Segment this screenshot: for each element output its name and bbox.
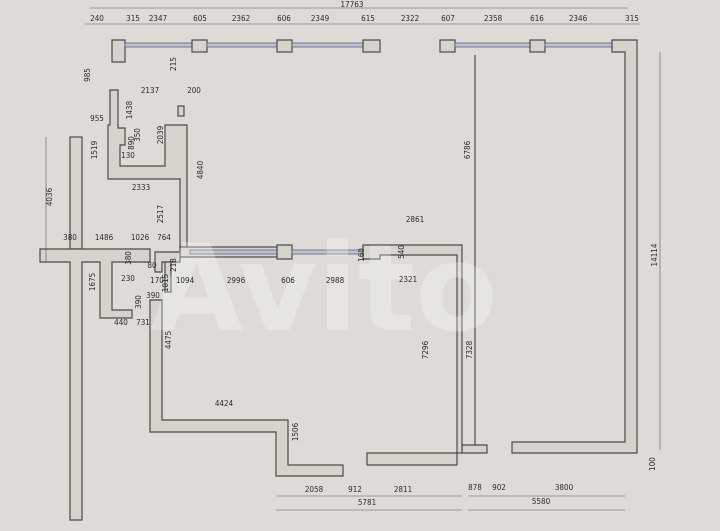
dimension-label: 218 <box>169 258 178 272</box>
dimension-label: 1094 <box>176 276 195 285</box>
dimension-label: 1486 <box>95 233 114 242</box>
dimension-label: 2333 <box>132 183 150 192</box>
dimension-label: 4840 <box>196 160 205 179</box>
dimension-label: 890 <box>127 136 136 150</box>
dimension-label: 2137 <box>141 86 159 95</box>
dimension-label: 764 <box>157 233 171 242</box>
dimension-label: 2346 <box>569 14 588 23</box>
dimension-label: 170 <box>150 276 164 285</box>
dimension-label: 912 <box>348 485 362 494</box>
dimension-label: 1438 <box>125 100 134 119</box>
dimension-label: 616 <box>530 14 544 23</box>
dimension-label: 380 <box>124 251 133 265</box>
dimension-label: 4475 <box>164 331 173 349</box>
dimension-label: 2039 <box>156 125 165 144</box>
dimension-label: 7296 <box>421 340 430 359</box>
dimension-label: 5580 <box>532 497 551 506</box>
dimension-label: 5781 <box>358 498 376 507</box>
dimension-label: 14114 <box>650 243 659 266</box>
dimension-label: 607 <box>441 14 455 23</box>
dimension-label: 955 <box>90 114 104 123</box>
dimension-label: 200 <box>187 86 201 95</box>
dimension-label: 4424 <box>215 399 234 408</box>
dimension-label: 606 <box>281 276 295 285</box>
dimension-label: 390 <box>146 291 160 300</box>
dimension-label: 2349 <box>311 14 330 23</box>
dimension-label: 2861 <box>406 215 424 224</box>
dimension-label: 2988 <box>326 276 345 285</box>
dimension-label: 902 <box>492 483 506 492</box>
dimension-label: 615 <box>361 14 375 23</box>
dimension-label: 2321 <box>399 275 417 284</box>
dimension-label: 605 <box>193 14 207 23</box>
dimension-label: 2996 <box>227 276 246 285</box>
dimension-lines <box>45 7 661 511</box>
dimension-label: 1015 <box>161 274 170 292</box>
dimension-label: 731 <box>136 318 150 327</box>
dimension-label: 390 <box>134 295 143 309</box>
dimension-label: 606 <box>277 14 291 23</box>
dimension-label: 2811 <box>394 485 412 494</box>
dimension-label: 1675 <box>88 273 97 291</box>
dimension-labels: 17763 240 315 2347 605 2362 606 2349 615 2322 607 2… <box>45 0 659 507</box>
dimension-label: 315 <box>126 14 140 23</box>
dimension-label: 1506 <box>291 422 300 441</box>
dimension-label: 80 <box>147 261 157 270</box>
dimension-label: 878 <box>468 483 482 492</box>
dimension-label: 440 <box>114 318 128 327</box>
dimension-label: 100 <box>648 457 657 471</box>
dimension-label: 1026 <box>131 233 150 242</box>
dimension-label: 2322 <box>401 14 419 23</box>
dimension-label: 7328 <box>465 340 474 359</box>
dimension-label: 17763 <box>341 0 364 9</box>
dimension-label: 1519 <box>90 140 99 159</box>
dimension-label: 2347 <box>149 14 167 23</box>
dimension-label: 350 <box>133 128 142 142</box>
dimension-label: 2517 <box>156 205 165 223</box>
dimension-label: 230 <box>121 274 135 283</box>
dimension-label: 540 <box>397 245 406 259</box>
dimension-label: 4036 <box>45 187 54 206</box>
dimension-label: 315 <box>625 14 639 23</box>
watermark-logo: Avito <box>150 220 498 359</box>
dimension-label: 2058 <box>305 485 324 494</box>
dimension-label: 2362 <box>232 14 250 23</box>
dimension-label: 985 <box>83 68 92 82</box>
dimension-label: 130 <box>121 151 135 160</box>
walls <box>39 39 638 521</box>
dimension-label: 240 <box>90 14 104 23</box>
dimension-label: 2358 <box>484 14 503 23</box>
dimension-label: 380 <box>63 233 77 242</box>
dimension-label: 3800 <box>555 483 574 492</box>
dimension-label: 215 <box>169 57 178 71</box>
dimension-label: 160 <box>357 248 366 262</box>
dimension-label: 6786 <box>463 140 472 159</box>
